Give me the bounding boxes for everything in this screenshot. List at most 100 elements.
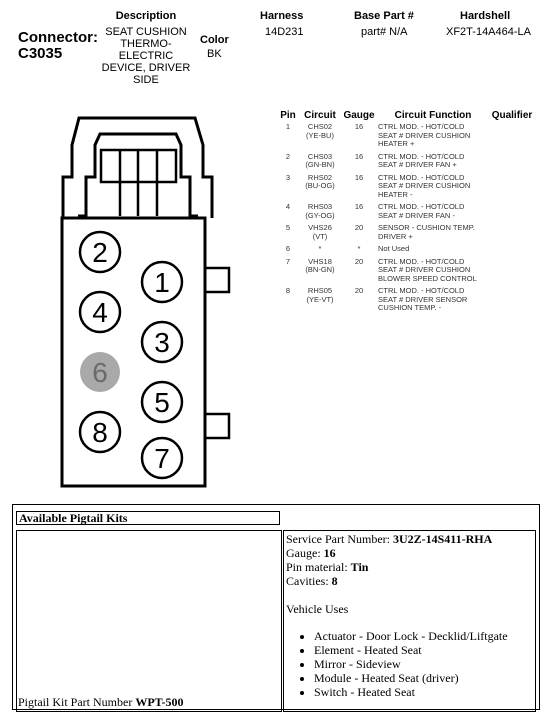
vehicle-use-item: Switch - Heated Seat — [314, 685, 508, 699]
cell-line: (GY-OG) — [305, 210, 335, 220]
cell-line: VHS18 — [308, 256, 332, 266]
circuit-cell: CHS02(YE-BU) — [300, 121, 340, 151]
cell-line: BLOWER SPEED CONTROL — [378, 273, 477, 283]
kit-number: WPT-500 — [135, 695, 184, 709]
pigtail-kit-part: Pigtail Kit Part Number WPT-500 — [18, 695, 184, 709]
color-heading: Color — [200, 34, 229, 46]
connector-label: Connector: — [18, 29, 98, 46]
cell-line: (YE-BU) — [306, 130, 334, 140]
circuit-cell: VHS26(VT) — [300, 222, 340, 243]
base-part-value: part# N/A — [361, 26, 408, 38]
pin-label-2: 2 — [92, 237, 108, 268]
vehicle-use-item: Actuator - Door Lock - Decklid/Liftgate — [314, 629, 508, 643]
vehicle-uses-list: Actuator - Door Lock - Decklid/Liftgate … — [300, 629, 508, 699]
description-value: SEAT CUSHION THERMO- ELECTRIC DEVICE, DR… — [100, 26, 192, 86]
pigtail-left-cell — [16, 530, 282, 712]
cell-line: CUSHION TEMP. - — [378, 303, 442, 312]
pigtail-gauge: Gauge: 16 — [286, 546, 336, 560]
pin-cavity-3 — [140, 320, 184, 364]
pin-number: 7 — [285, 256, 291, 266]
col-gauge: Gauge — [343, 109, 375, 121]
gauge-cell: * — [357, 244, 361, 253]
pin-table-header: Pin Circuit Gauge Circuit Function Quali… — [276, 109, 536, 121]
description-line: ELECTRIC — [118, 50, 174, 62]
pin-material: Pin material: Tin — [286, 560, 368, 574]
pin-number: 1 — [285, 122, 291, 131]
description-heading: Description — [115, 10, 177, 22]
description-line: DEVICE, DRIVER — [101, 62, 191, 74]
circuit-cell: VHS18(BN-GN) — [300, 256, 340, 286]
connector-id: C3035 — [18, 45, 63, 62]
circuit-cell: CHS03(GN-BN) — [300, 151, 340, 172]
cell-line: CTRL MOD. - HOT/COLD — [378, 286, 465, 295]
cell-line: SEAT # DRIVER CUSHION — [378, 265, 471, 274]
cell-line: HEATER + — [378, 139, 415, 148]
pigtail-section — [12, 504, 540, 710]
color-value: BK — [207, 48, 222, 60]
description-line: SEAT CUSHION — [105, 26, 187, 38]
cavities: Cavities: 8 — [286, 574, 338, 588]
kit-label: Pigtail Kit Part Number — [18, 695, 136, 709]
cavities-label: Cavities: — [286, 574, 332, 588]
pin-row: 6**Not Used — [276, 243, 536, 256]
cell-line: CTRL MOD. - HOT/COLD — [378, 256, 465, 266]
cell-line: (YE-VT) — [306, 294, 334, 304]
gauge-cell: 16 — [354, 172, 364, 182]
pin-cavity-6 — [80, 352, 120, 392]
cell-line: CTRL MOD. - HOT/COLD — [378, 122, 465, 131]
vehicle-use-item: Element - Heated Seat — [314, 643, 508, 657]
qualifier-cell — [488, 256, 536, 286]
cell-line: (VT) — [312, 231, 328, 241]
pigtail-title: Available Pigtail Kits — [16, 511, 280, 525]
function-cell: SENSOR - CUSHION TEMP.DRIVER + — [378, 222, 488, 243]
cell-line: SEAT # DRIVER SENSOR — [378, 294, 468, 304]
gauge-cell: 20 — [354, 256, 364, 266]
service-part: Service Part Number: 3U2Z-14S411-RHA — [286, 532, 492, 546]
pin-number: 5 — [285, 223, 291, 232]
pin-label-5: 5 — [154, 387, 170, 418]
col-pin: Pin — [280, 109, 296, 121]
cell-line: (BU-OG) — [305, 181, 335, 190]
qualifier-cell — [488, 201, 536, 222]
pin-row: 5 VHS26(VT) 20 SENSOR - CUSHION TEMP.DRIVER… — [276, 222, 536, 243]
qualifier-cell — [488, 243, 536, 256]
function-cell: Not Used — [378, 243, 488, 256]
vehicle-use-item: Mirror - Sideview — [314, 657, 508, 671]
cell-line: SEAT # DRIVER FAN - — [378, 210, 455, 220]
qualifier-cell — [488, 285, 536, 315]
gauge-cell: 16 — [354, 202, 364, 211]
cell-line: DRIVER + — [378, 231, 413, 241]
qualifier-cell — [488, 172, 536, 202]
col-function: Circuit Function — [394, 109, 472, 121]
vehicle-uses-label: Vehicle Uses — [286, 602, 349, 616]
cell-line: CTRL MOD. - HOT/COLD — [378, 151, 465, 161]
pin-number: 3 — [285, 172, 291, 182]
pin-table: Pin Circuit Gauge Circuit Function Quali… — [276, 109, 536, 315]
gauge-cell: 16 — [354, 122, 364, 131]
cell-line: CTRL MOD. - HOT/COLD — [378, 172, 465, 182]
pin-cavity-1 — [140, 260, 184, 304]
circuit-cell: RHS03(GY-OG) — [300, 201, 340, 222]
cell-line: Not Used — [378, 244, 410, 253]
pin-number: 4 — [285, 202, 291, 211]
gauge-cell: 20 — [354, 223, 364, 232]
cell-line: * — [318, 244, 322, 253]
pin-material-value: Tin — [350, 560, 369, 574]
connector-latch — [61, 116, 214, 218]
hardshell-heading: Hardshell — [460, 10, 511, 22]
pin-label-7: 7 — [154, 443, 170, 474]
connector-title: Connector: C3035 — [18, 30, 98, 62]
circuit-cell: * — [300, 243, 340, 256]
pin-cavity-4 — [78, 290, 122, 334]
cell-line: SEAT # DRIVER CUSHION — [378, 130, 471, 140]
